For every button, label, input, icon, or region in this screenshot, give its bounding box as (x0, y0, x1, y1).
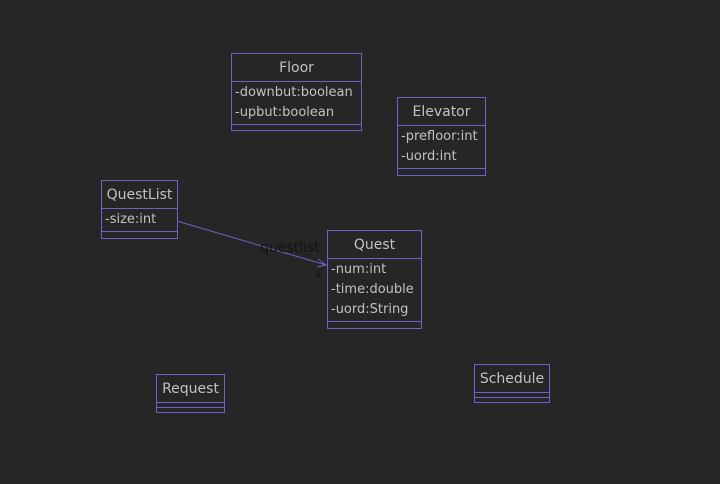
operations-compartment (232, 125, 361, 128)
class-name: Request (157, 375, 224, 403)
attributes-compartment (475, 393, 549, 398)
class-name: Elevator (398, 98, 485, 126)
class-name: Floor (232, 54, 361, 82)
attribute: -size:int (105, 212, 157, 227)
attributes-compartment: -prefloor:int -uord:int (398, 126, 485, 169)
attributes-compartment: -size:int (102, 209, 177, 232)
class-floor[interactable]: Floor -downbut:boolean -upbut:boolean (231, 53, 362, 131)
class-elevator[interactable]: Elevator -prefloor:int -uord:int (397, 97, 486, 176)
operations-compartment (157, 408, 224, 411)
attribute: -uord:int (401, 149, 457, 164)
association-role-label: questlist (260, 240, 320, 256)
class-quest[interactable]: Quest -num:int -time:double -uord:String (327, 230, 422, 329)
association-arrowhead (316, 258, 328, 268)
attribute: -downbut:boolean (235, 85, 353, 100)
attribute: -time:double (331, 282, 414, 297)
attribute: -uord:String (331, 302, 409, 317)
attribute: -upbut:boolean (235, 105, 335, 120)
class-name: Quest (328, 231, 421, 259)
operations-compartment (398, 169, 485, 172)
class-schedule[interactable]: Schedule (474, 364, 550, 403)
attributes-compartment: -num:int -time:double -uord:String (328, 259, 421, 322)
attribute: -prefloor:int (401, 129, 478, 144)
operations-compartment (102, 232, 177, 235)
attribute: -num:int (331, 262, 387, 277)
class-questlist[interactable]: QuestList -size:int (101, 180, 178, 239)
class-request[interactable]: Request (156, 374, 225, 413)
class-name: Schedule (475, 365, 549, 393)
association-line[interactable] (176, 220, 327, 266)
class-name: QuestList (102, 181, 177, 209)
operations-compartment (475, 398, 549, 401)
association-multiplicity: * (315, 270, 322, 286)
attributes-compartment (157, 403, 224, 408)
operations-compartment (328, 322, 421, 325)
attributes-compartment: -downbut:boolean -upbut:boolean (232, 82, 361, 125)
